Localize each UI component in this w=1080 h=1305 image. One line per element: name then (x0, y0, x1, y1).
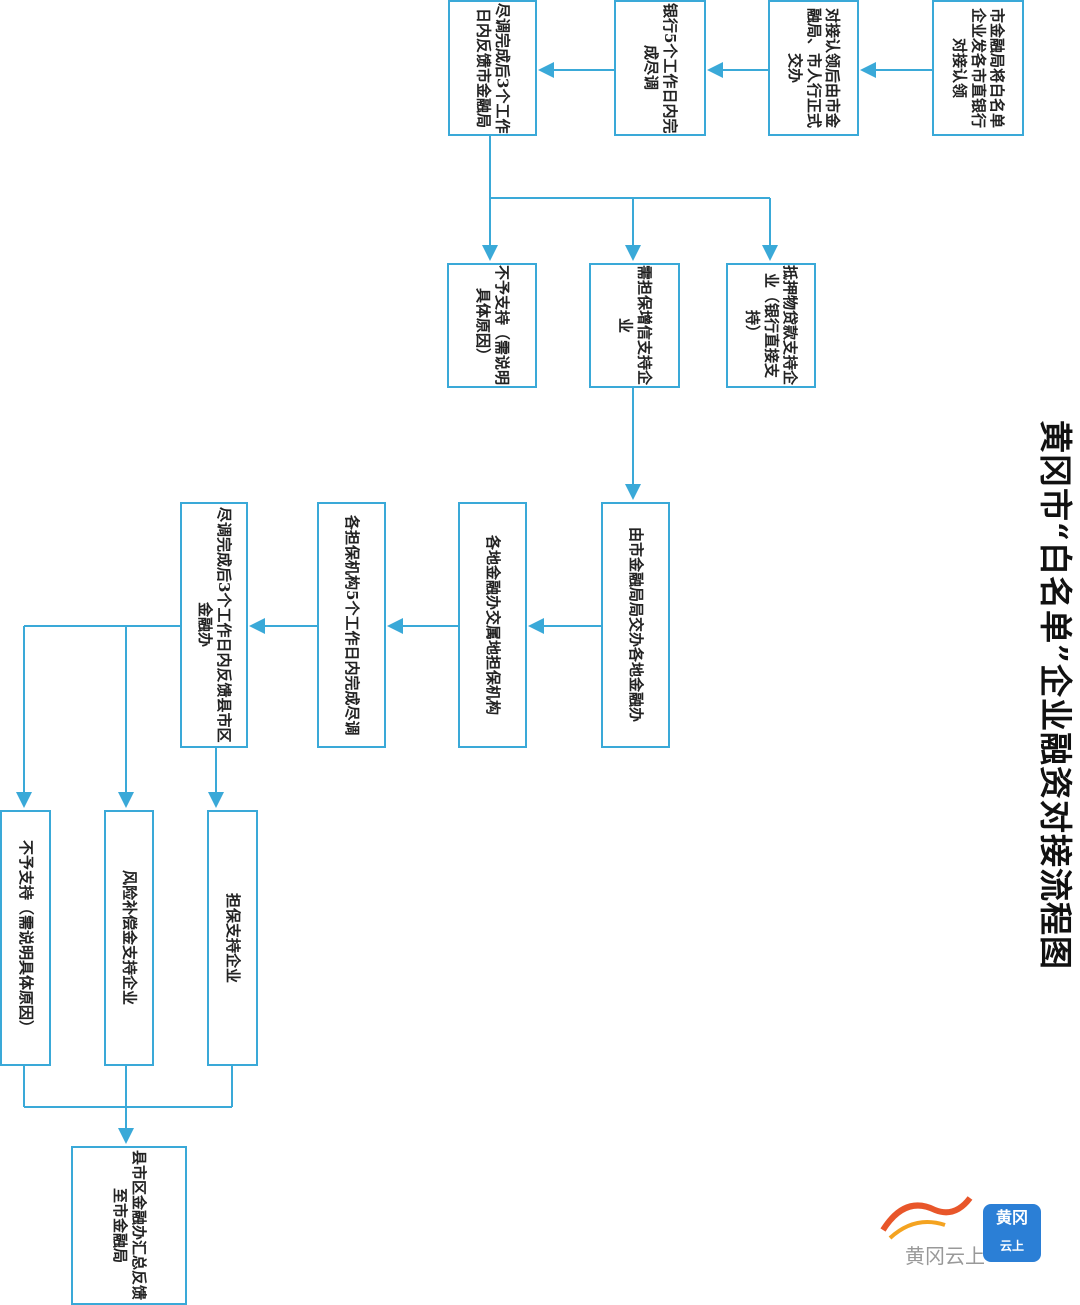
step-text: 由市金融局局交办各地金融办 (626, 527, 645, 723)
step-text: 不予支持（需说明具体原因） (474, 265, 511, 386)
outcome-risk-compensation: 风险补偿金支持企业 (104, 810, 154, 1066)
step-bank-due-diligence: 银行5个工作日内完成尽调 (614, 0, 706, 136)
step-feedback-city: 尽调完成后3个工作日内反馈市金融局 (448, 0, 537, 136)
step-assign: 对接认领后由市金融局、市人行正式交办 (768, 0, 859, 136)
outcome-no-support: 不予支持（需说明具体原因） (0, 810, 51, 1066)
chart-title: 黄冈市“白名单”企业融资对接流程图 (1036, 330, 1080, 1060)
step-distribute-list: 市金融局将白名单企业发各市直银行对接认领 (932, 0, 1024, 136)
step-text: 对接认领后由市金融局、市人行正式交办 (786, 7, 842, 128)
step-text: 各担保机构5个工作日内完成尽调 (342, 514, 361, 736)
step-text: 不予支持（需说明具体原因） (16, 840, 35, 1036)
badge-text: 黄冈 (995, 1208, 1028, 1227)
step-text: 各地金融办交属地担保机构 (483, 534, 502, 715)
title-text: 黄冈市“白名单”企业融资对接流程图 (1036, 420, 1075, 970)
branch-collateral-loan: 抵押物贷款支持企业（银行直接支持） (726, 263, 816, 388)
step-text: 县市区金融办汇总反馈至市金融局 (111, 1150, 148, 1301)
step-text: 尽调完成后3个工作日内反馈县市区金融办 (196, 507, 233, 743)
step-text: 市金融局将白名单企业发各市直银行对接认领 (950, 7, 1007, 128)
step-text: 尽调完成后3个工作日内反馈市金融局 (474, 2, 512, 134)
brand-swoosh-icon (880, 1196, 973, 1240)
branch-guarantee-needed: 需担保增信支持企业 (589, 263, 680, 388)
step-text: 担保支持企业 (223, 892, 242, 983)
watermark-text: 黄冈云上 (905, 1244, 985, 1268)
brand-badge: 黄冈云上 (983, 1204, 1041, 1262)
step-feedback-county: 尽调完成后3个工作日内反馈县市区金融办 (180, 502, 248, 748)
step-guarantee-agency: 各地金融办交属地担保机构 (458, 502, 527, 748)
step-final-summary: 县市区金融办汇总反馈至市金融局 (71, 1146, 187, 1305)
step-guarantee-due-diligence: 各担保机构5个工作日内完成尽调 (317, 502, 386, 748)
step-text: 风险补偿金支持企业 (120, 870, 139, 1006)
step-text: 抵押物贷款支持企业（银行直接支持） (743, 265, 800, 386)
step-text: 需担保增信支持企业 (616, 265, 654, 386)
step-assign-local: 由市金融局局交办各地金融办 (601, 502, 670, 748)
step-text: 银行5个工作日内完成尽调 (642, 2, 679, 134)
badge-subtext: 云上 (999, 1239, 1024, 1253)
outcome-guarantee-support: 担保支持企业 (207, 810, 258, 1066)
watermark-logo: 黄冈云上 黄冈云上 (875, 1190, 1050, 1280)
branch-no-support: 不予支持（需说明具体原因） (447, 263, 537, 388)
